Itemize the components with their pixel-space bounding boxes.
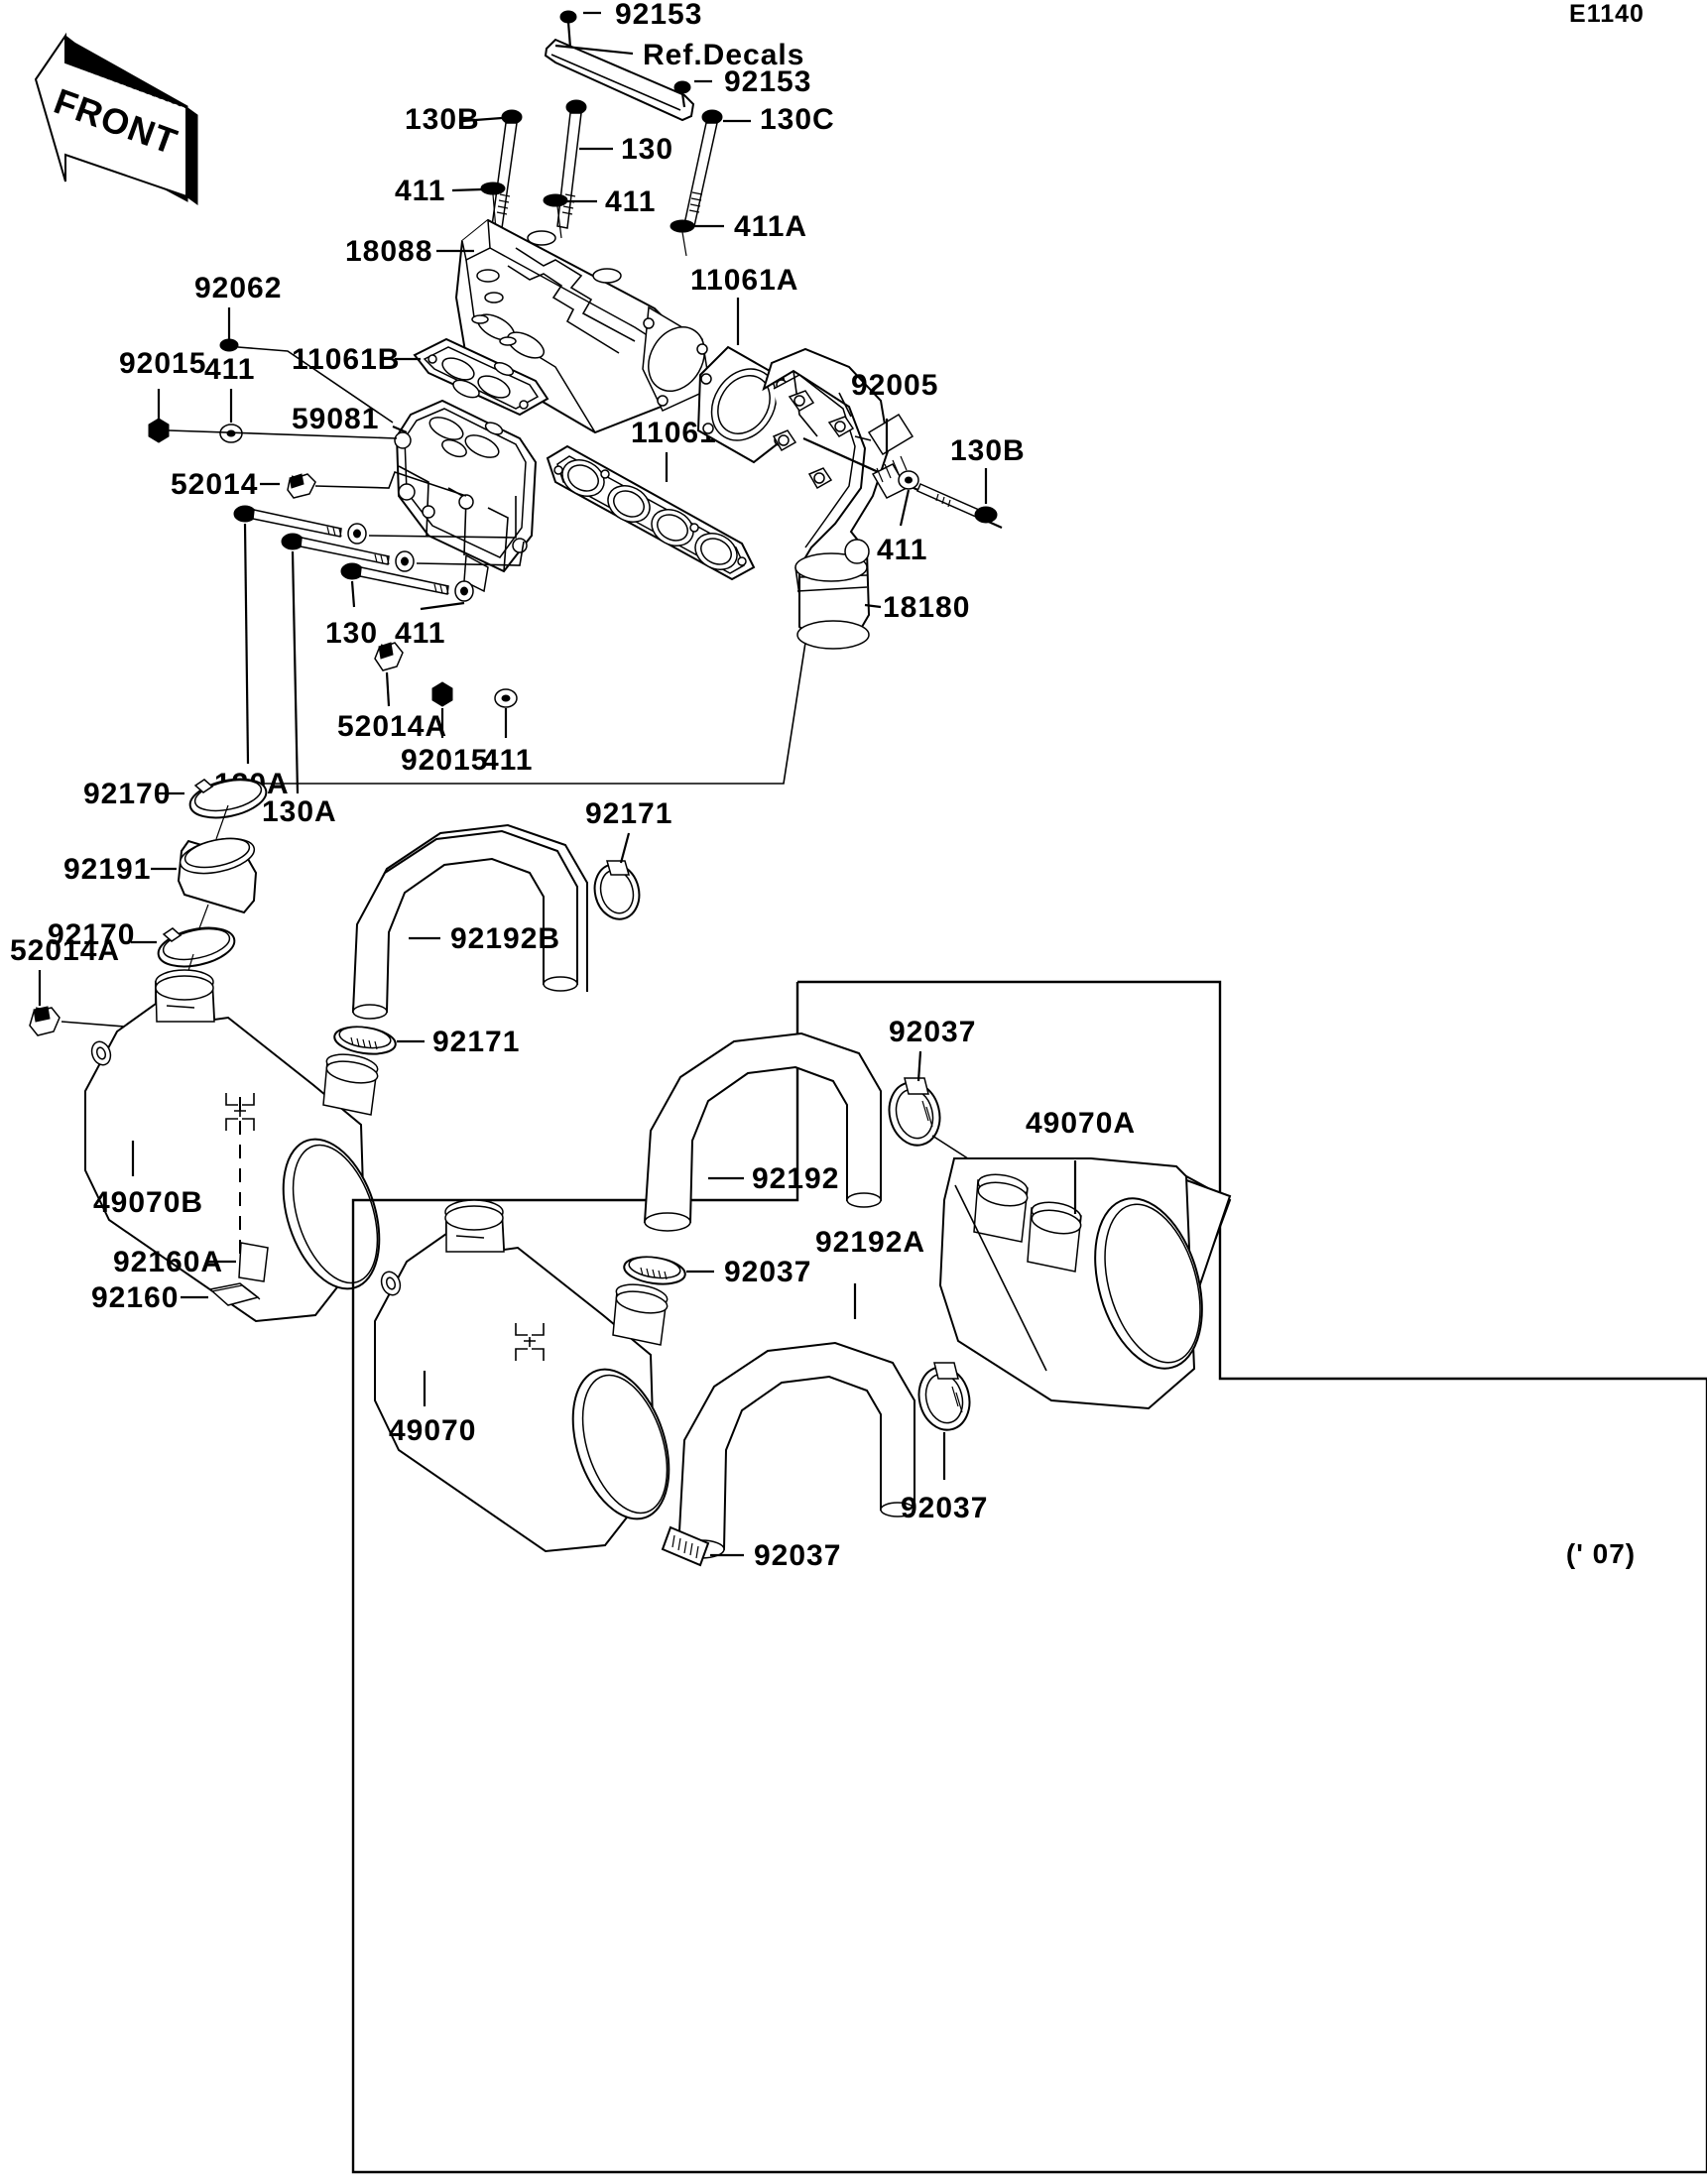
nut-92015-b: [431, 681, 453, 707]
label-92192b: 92192B: [450, 922, 560, 955]
washer-411a: [670, 219, 695, 257]
label-52014: 52014: [171, 468, 258, 501]
muffler-49070b: [84, 969, 381, 1323]
label-49070a: 49070A: [1026, 1107, 1136, 1140]
clamp-92170-upper: [188, 778, 268, 819]
hose-92192a: [676, 1341, 915, 1559]
bolt-130c-top: [683, 109, 723, 227]
bolt-130-top: [556, 99, 587, 229]
bolt-130b-top: [491, 109, 523, 229]
gasket-11061b: [413, 337, 549, 417]
hose-92192: [643, 1031, 882, 1232]
clamp-92171-left: [333, 1026, 397, 1055]
label-92170-lower: 92170: [48, 918, 135, 951]
label-411-b: 411: [605, 185, 656, 218]
label-411-c: 411: [204, 353, 255, 386]
label-59081: 59081: [292, 403, 379, 435]
label-92005: 92005: [851, 369, 938, 402]
bolt-130a-1: [233, 505, 367, 545]
label-92160: 92160: [91, 1281, 179, 1314]
nut-92015-a: [148, 418, 170, 443]
label-130-mid: 130: [325, 617, 378, 650]
pad-92160a: [238, 1242, 269, 1282]
clamp-92037-bottom: [661, 1525, 710, 1567]
label-52014a-lower: 52014A: [10, 934, 120, 967]
coupler-92191: [177, 837, 258, 914]
label-130b-top: 130B: [405, 103, 480, 136]
label-92191: 92191: [63, 853, 151, 886]
washer-411-e: [494, 688, 518, 708]
bolt-130-mid: [340, 562, 474, 602]
clamp-92037-lower-right: [917, 1362, 971, 1431]
label-130-top: 130: [621, 133, 673, 166]
bolt-130a-2: [281, 533, 415, 572]
clamp-92170-lower: [157, 926, 236, 968]
label-411-d: 411: [395, 617, 445, 650]
label-92160a: 92160A: [113, 1246, 223, 1278]
ref-decals-plate: [544, 38, 695, 122]
label-92037-upper: 92037: [889, 1016, 976, 1048]
label-92037-lower-right: 92037: [901, 1492, 988, 1524]
registration-mark-a: [515, 1323, 545, 1361]
part-18180-exhaust-elbow: [762, 347, 891, 650]
pad-92160: [208, 1282, 261, 1306]
label-92153-top: 92153: [615, 0, 702, 31]
label-11061a: 11061A: [690, 264, 798, 297]
label-411-a: 411: [395, 175, 445, 207]
label-18088: 18088: [345, 235, 432, 268]
label-52014a-upper: 52014A: [337, 710, 447, 743]
label-130c: 130C: [760, 103, 835, 136]
gasket-11061: [546, 444, 756, 581]
clamp-92037-upper: [888, 1077, 941, 1147]
label-130b-right: 130B: [950, 434, 1026, 467]
label-18180: 18180: [883, 591, 970, 624]
registration-mark-b: [225, 1093, 255, 1131]
muffler-49070a: [938, 1157, 1232, 1410]
label-92171-left: 92171: [432, 1026, 520, 1058]
fitting-92005: [867, 413, 914, 456]
screw-92153-top: [559, 10, 577, 49]
label-130a-2: 130A: [262, 795, 337, 828]
fitting-52014: [287, 473, 316, 499]
label-411a: 411A: [734, 210, 807, 243]
front-direction-marker: FRONT: [34, 32, 198, 205]
clamp-92171-right: [593, 860, 641, 920]
label-92192: 92192: [752, 1162, 839, 1195]
label-92153-right: 92153: [724, 65, 811, 98]
washer-411-f: [898, 470, 919, 490]
label-ref-decals: Ref.Decals: [643, 39, 804, 71]
hose-92192b: [351, 823, 588, 1020]
label-92037-spigot: 92037: [724, 1256, 811, 1288]
label-92192a: 92192A: [815, 1226, 925, 1259]
label-49070: 49070: [389, 1414, 476, 1447]
plug-92062: [219, 338, 239, 352]
muffler-49070: [374, 1199, 671, 1553]
year-note: (' 07): [1566, 1538, 1636, 1569]
fitting-52014a-lower: [29, 1006, 61, 1036]
leader-refdecals: [554, 44, 634, 56]
label-92170-upper: 92170: [83, 778, 171, 810]
label-92015-b: 92015: [401, 744, 488, 777]
label-92037-bottom: 92037: [754, 1539, 841, 1572]
label-11061b: 11061B: [292, 343, 400, 376]
screw-92153-right: [673, 80, 691, 108]
bolt-130b-right: [916, 483, 998, 524]
clamp-92037-spigot: [623, 1256, 686, 1285]
label-92015-a: 92015: [119, 347, 206, 380]
label-411-e: 411: [482, 744, 533, 777]
diagram-code: E1140: [1569, 0, 1645, 28]
label-49070b: 49070B: [93, 1186, 203, 1219]
label-92062: 92062: [194, 272, 282, 304]
label-92171-right: 92171: [585, 797, 672, 830]
label-411-f: 411: [877, 534, 927, 566]
fitting-52014a-upper: [374, 642, 404, 671]
